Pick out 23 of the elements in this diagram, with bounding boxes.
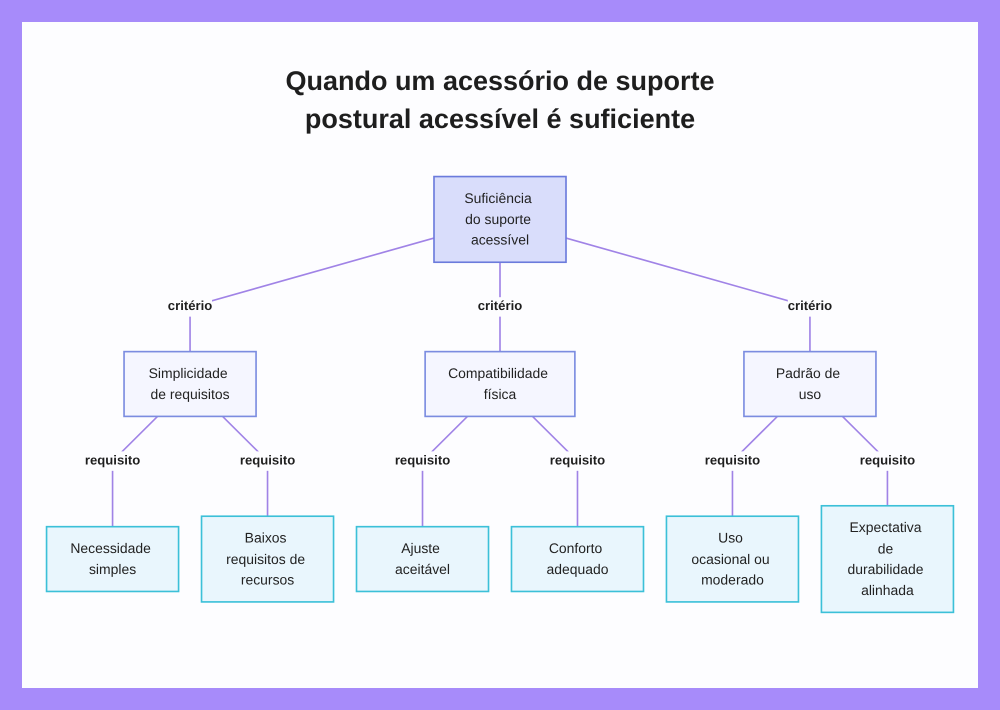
edge-label: critério (478, 300, 522, 314)
connector (566, 237, 811, 352)
diagram-title: Quando um acessório de suporte postural acessível é suficiente (284, 65, 716, 136)
node-box (743, 350, 877, 418)
edge-label: critério (168, 300, 212, 314)
edge-label: critério (788, 300, 832, 314)
edge-label: requisito (704, 454, 760, 468)
node-box (666, 515, 800, 603)
node-box (200, 515, 334, 603)
node-box (820, 504, 954, 614)
node-box (46, 526, 180, 592)
edge-label: requisito (550, 454, 606, 468)
node-box (123, 350, 257, 418)
tree-diagram: critério critério critério requisito requisito requisito requisito requisito requisito Suficiência do suporte acessível Simplicidade de requisitos Compatibilidade física Padrão de uso Necessidade simples Baixos requisitos de recursos Ajuste aceitável Conforto adequado Uso ocasional ou moderado Expectativa de durabilidade alinhada (40, 170, 960, 670)
node-box (356, 526, 490, 592)
connector (189, 237, 434, 352)
node-box (424, 350, 576, 418)
edge-label: requisito (240, 454, 296, 468)
node-box (510, 526, 644, 592)
edge-label: requisito (860, 454, 916, 468)
edge-label: requisito (84, 454, 140, 468)
node-box (433, 176, 567, 264)
edge-label: requisito (394, 454, 450, 468)
